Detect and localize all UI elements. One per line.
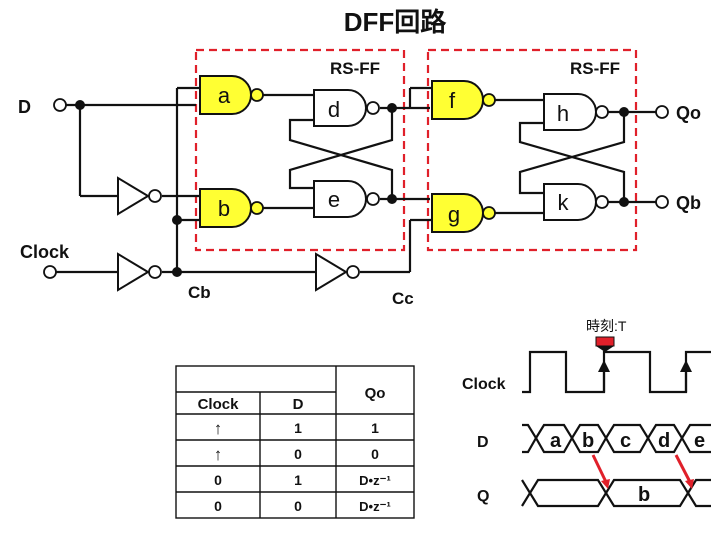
junction-dot (619, 197, 629, 207)
truth-table: Clock D Qo ↑ 1 1 ↑ 0 0 0 1 D•z⁻¹ 0 0 D•z… (175, 365, 415, 519)
d-value: a (550, 430, 562, 452)
clock-input-terminal (43, 265, 57, 279)
table-cell: ↑ (214, 419, 223, 438)
gate-h-label: h (557, 101, 569, 126)
timing-row-d: D (477, 434, 489, 451)
timing-row-clock: Clock (462, 376, 506, 393)
gate-g-label: g (448, 202, 460, 227)
d-input-label: D (18, 97, 31, 117)
gate-g: g (431, 193, 496, 233)
table-cell: 1 (294, 472, 302, 488)
gate-f: f (431, 80, 496, 120)
gate-k: k (543, 183, 609, 221)
inverter-cb (315, 252, 360, 292)
timing-diagram: 時刻:T Clock D Q a b c d e b (462, 318, 711, 508)
qb-output-terminal (655, 195, 669, 209)
gate-d: d (313, 89, 380, 127)
page-title: DFF回路 (344, 7, 448, 37)
junction-dot (75, 100, 85, 110)
cc-node-label: Cc (392, 289, 414, 308)
d-value: e (694, 430, 705, 452)
table-cell: 0 (371, 446, 379, 462)
gate-a-label: a (218, 83, 231, 108)
cb-node-label: Cb (188, 283, 211, 302)
d-value: b (582, 430, 594, 452)
table-cell: 0 (294, 498, 302, 514)
inverter-d (117, 176, 162, 216)
inverter-clock (117, 252, 162, 292)
qo-output-terminal (655, 105, 669, 119)
time-marker-arrow (596, 346, 614, 352)
gate-f-label: f (449, 88, 456, 113)
gate-e-label: e (328, 187, 340, 212)
gate-d-label: d (328, 97, 340, 122)
q-value: b (638, 484, 650, 506)
gate-b-label: b (218, 196, 230, 221)
table-cell: 1 (294, 420, 302, 436)
table-cell: ↑ (214, 445, 223, 464)
time-marker-label: 時刻:T (586, 318, 627, 334)
table-cell: D•z⁻¹ (359, 473, 391, 488)
junction-dot (172, 215, 182, 225)
rs-ff-label-right: RS-FF (570, 59, 620, 78)
table-header-qo: Qo (365, 385, 386, 402)
junction-dot (387, 194, 397, 204)
table-cell: 0 (214, 498, 222, 514)
rs-ff-box-left (194, 48, 406, 252)
rs-ff-box-right (426, 48, 638, 252)
table-cell: 1 (371, 420, 379, 436)
timing-row-q: Q (477, 488, 489, 505)
table-cell: 0 (294, 446, 302, 462)
table-header-clock: Clock (198, 396, 240, 413)
table-header-d: D (293, 396, 304, 413)
qo-output-label: Qo (676, 103, 701, 123)
gate-a: a (199, 75, 264, 115)
clock-input-label: Clock (20, 242, 70, 262)
gate-k-label: k (558, 190, 570, 215)
rs-ff-label-left: RS-FF (330, 59, 380, 78)
time-marker (595, 336, 615, 347)
junction-dot (387, 103, 397, 113)
table-cell: 0 (214, 472, 222, 488)
d-input-terminal (53, 98, 67, 112)
gate-e: e (313, 180, 380, 218)
gate-h: h (543, 93, 609, 131)
qb-output-label: Qb (676, 193, 701, 213)
d-value: c (620, 430, 631, 452)
d-value: d (658, 430, 670, 452)
junction-dot (619, 107, 629, 117)
junction-dot (172, 267, 182, 277)
gate-b: b (199, 188, 264, 228)
table-cell: D•z⁻¹ (359, 499, 391, 514)
